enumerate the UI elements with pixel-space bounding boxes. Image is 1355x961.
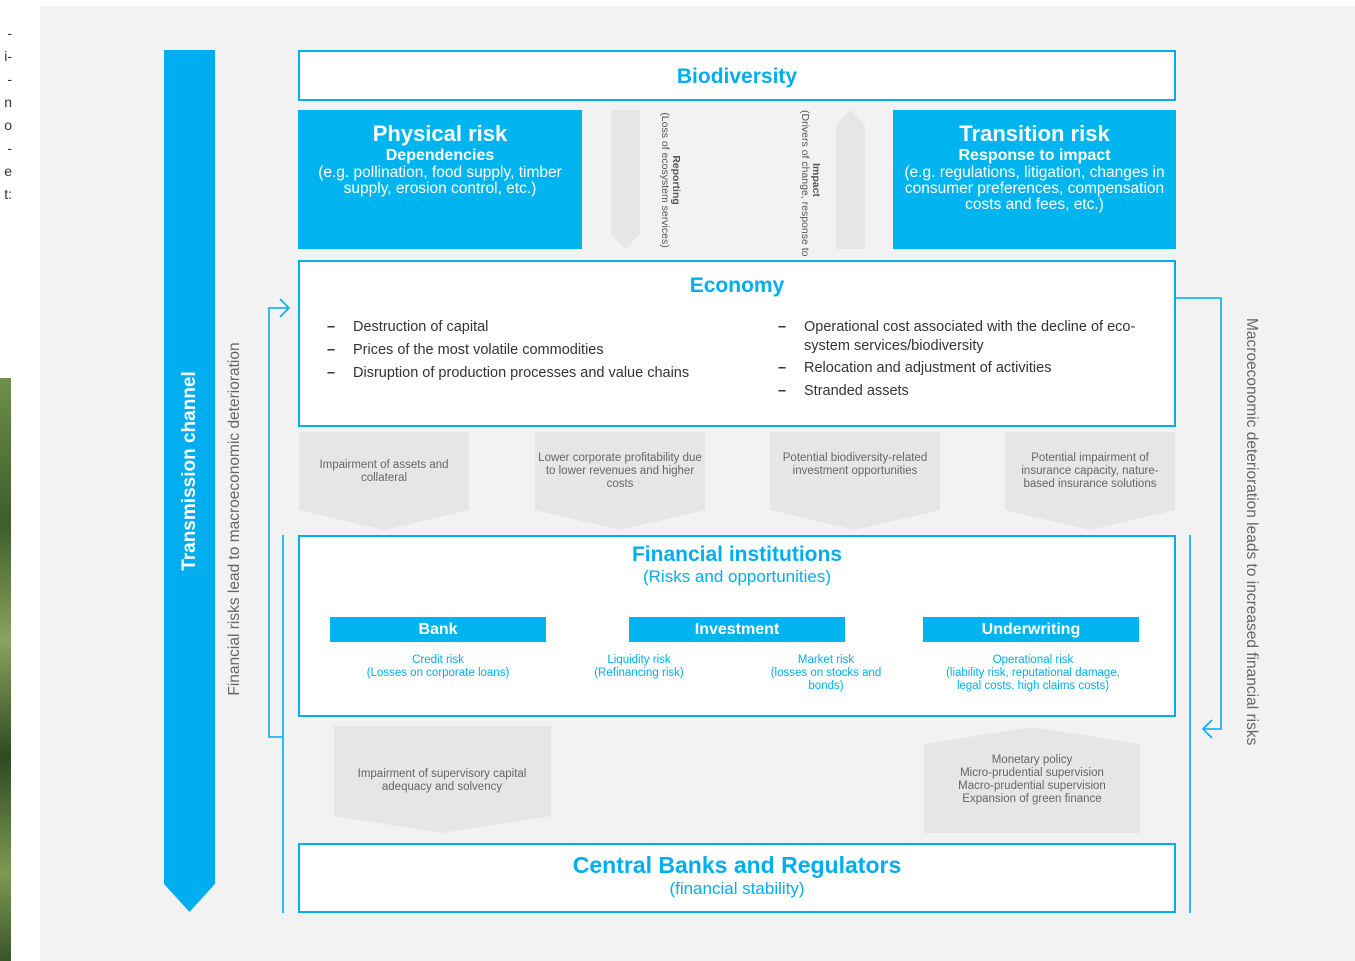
list-item: Relocation and adjustment of activities	[778, 359, 1156, 378]
impact-up-arrow	[836, 110, 865, 249]
lower-left-text: Impairment of supervisory capital adequa…	[357, 768, 527, 793]
operational-risk: Operational risk (liability risk, reputa…	[946, 654, 1120, 692]
list-item: Disruption of production processes and v…	[327, 364, 727, 383]
chevron-text-assets: Impairment of assets and collateral	[319, 459, 449, 484]
bank-label: Bank	[330, 617, 546, 642]
transition-risk-box: Transition risk Response to impact (e.g.…	[893, 110, 1176, 249]
transition-risk-text: (e.g. regulations, litigation, changes i…	[904, 164, 1165, 213]
biodiversity-box: Biodiversity	[298, 50, 1176, 101]
central-banks-subtitle: (financial stability)	[669, 879, 805, 898]
transmission-channel-arrow	[164, 50, 215, 912]
lower-right-text: Monetary policy Micro-prudential supervi…	[958, 754, 1106, 805]
chevron-text-opportunities: Potential biodiversity-related investmen…	[782, 452, 928, 477]
market-risk: Market risk (losses on stocks and bonds)	[770, 654, 882, 692]
reporting-down-arrow	[611, 110, 640, 249]
economy-right-list: Operational cost associated with the dec…	[778, 318, 1156, 405]
biodiversity-title: Biodiversity	[676, 65, 798, 88]
financial-subtitle: (Risks and opportunities)	[642, 567, 832, 586]
physical-risk-title: Physical risk	[372, 121, 508, 146]
economy-left-list: Destruction of capital Prices of the mos…	[327, 318, 727, 387]
chevron-text-profitability: Lower corporate profitability due to low…	[538, 452, 702, 490]
chevron-text-insurance: Potential impairment of insurance capaci…	[1021, 452, 1159, 490]
underwriting-label: Underwriting	[923, 617, 1139, 642]
liquidity-risk: Liquidity risk (Refinancing risk)	[594, 654, 684, 679]
central-banks-box: Central Banks and Regulators (financial …	[298, 843, 1176, 913]
list-item: Operational cost associated with the dec…	[778, 318, 1156, 356]
financial-title: Financial institutions	[631, 543, 842, 566]
list-item: Prices of the most volatile commodities	[327, 341, 727, 360]
credit-risk: Credit risk (Losses on corporate loans)	[366, 654, 510, 679]
transition-risk-subtitle: Response to impact	[958, 147, 1111, 164]
forest-photo-strip	[0, 378, 11, 961]
physical-risk-box: Physical risk Dependencies (e.g. pollina…	[298, 110, 582, 249]
economy-title: Economy	[689, 274, 785, 297]
left-margin-text: - i- - n o - e t:	[4, 25, 12, 202]
physical-risk-subtitle: Dependencies	[385, 147, 495, 164]
list-item: Stranded assets	[778, 382, 1156, 401]
physical-risk-text: (e.g. pollination, food supply, timber s…	[318, 164, 562, 197]
economy-box: Economy Destruction of capital Prices of…	[298, 260, 1176, 427]
investment-label: Investment	[629, 617, 845, 642]
list-item: Destruction of capital	[327, 318, 727, 337]
transition-risk-title: Transition risk	[959, 121, 1110, 146]
central-banks-title: Central Banks and Regulators	[572, 852, 902, 878]
